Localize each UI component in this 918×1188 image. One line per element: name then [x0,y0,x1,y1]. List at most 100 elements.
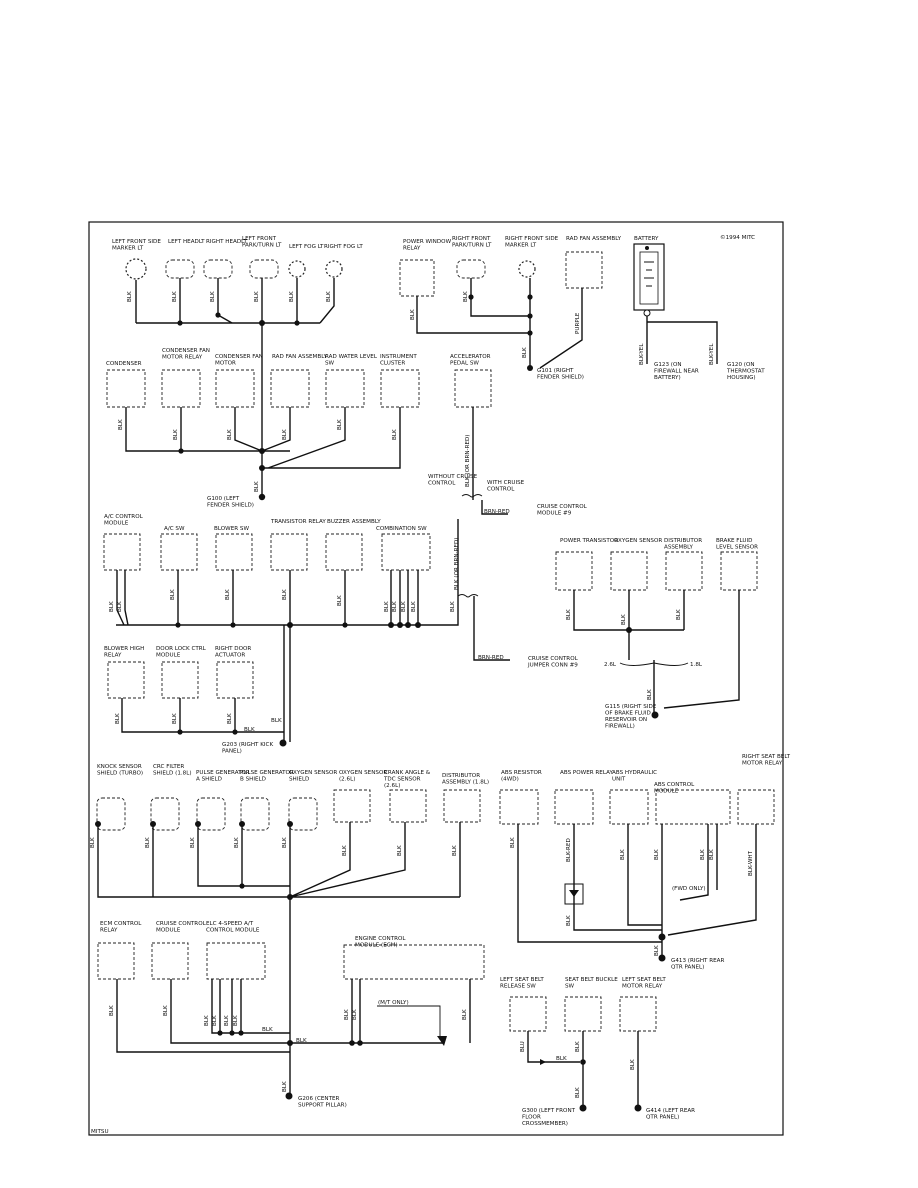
rf-side-marker-bulb-icon [518,260,536,278]
svg-text:BLK: BLK [204,1015,210,1026]
svg-text:BLK: BLK [337,419,343,430]
svg-text:BLK: BLK [212,1015,218,1026]
svg-text:BLK: BLK [654,849,660,860]
svg-text:BLK: BLK [397,845,403,856]
left-fog-label: LEFT FOG LT [289,244,324,250]
svg-text:BLK: BLK [621,614,627,625]
crank-angle-label: CRANK ANGLE &TDC SENSOR(2.6L) [383,770,431,789]
svg-text:BLK: BLK [282,1081,288,1092]
svg-text:BLK: BLK [224,1015,230,1026]
svg-text:BLK: BLK [401,601,407,612]
svg-text:PURPLE: PURPLE [575,312,581,334]
right-fog-label: RIGHT FOG LT [324,244,363,250]
svg-text:BLK: BLK [115,713,121,724]
svg-text:BLK: BLK [190,837,196,848]
left-headlt-icon [165,259,195,279]
svg-text:BLK: BLK [254,481,260,492]
svg-text:BRN-RED: BRN-RED [478,655,504,661]
section-power-transistor-row: POWER TRANSISTOR OXYGEN SENSOR DISTRIBUT… [555,538,758,730]
svg-text:BLK: BLK [654,945,660,956]
svg-text:BLK-YEL: BLK-YEL [639,343,645,365]
svg-text:BLK: BLK [510,837,516,848]
svg-text:BLK-YEL: BLK-YEL [709,343,715,365]
svg-text:BLK: BLK [145,837,151,848]
rad-fan-assembly-label: RAD FAN ASSEMBLY [566,236,622,242]
svg-text:BLK: BLK [163,1005,169,1016]
battery-label: BATTERY [634,236,659,242]
svg-text:BLK (OR BRN-RED): BLK (OR BRN-RED) [454,538,460,591]
ac-sw-label: A/C SW [164,526,185,532]
mt-only-label: (M/T ONLY) [378,1000,409,1006]
corner-code: MITSU [91,1129,109,1135]
svg-text:BLK: BLK [282,589,288,600]
diode-icon [564,883,584,905]
svg-text:BLK: BLK [117,601,123,612]
svg-text:BLK: BLK [450,601,456,612]
svg-text:BLK: BLK [127,291,133,302]
svg-text:BLK: BLK [575,1041,581,1052]
right-headlt-label: RIGHT HEADLT [206,239,247,245]
abs-resistor-label: ABS RESISTOR(4WD) [501,770,542,783]
rad-fan-assembly-box [565,251,603,289]
section-abs: ABS RESISTOR(4WD) ABS POWER RELAY ABS HY… [499,754,791,971]
fwd-only-label: (FWD ONLY) [672,886,706,892]
svg-text:BLK: BLK [170,589,176,600]
svg-text:BLK: BLK [254,291,260,302]
lf-side-marker-bulb-icon [125,258,147,280]
svg-text:BLK: BLK [262,1027,273,1033]
combination-sw-label: COMBINATION SW [376,526,427,532]
svg-text:BLK: BLK [234,837,240,848]
svg-text:BLK: BLK [109,601,115,612]
svg-text:BLK: BLK [225,589,231,600]
right-headlt-icon [203,259,233,279]
svg-text:BLK: BLK [620,849,626,860]
svg-text:BLK: BLK [575,1087,581,1098]
svg-text:BLK: BLK [700,849,706,860]
svg-text:BLK: BLK [271,718,282,724]
left-headlt-label: LEFT HEADLT [168,239,205,245]
svg-text:BLK: BLK [384,601,390,612]
svg-text:BLK: BLK [411,601,417,612]
rad-fan-assy2-label: RAD FAN ASSEMBLY [272,354,328,360]
right-fog-bulb-icon [325,260,343,278]
blower-sw-label: BLOWER SW [214,526,249,532]
svg-text:BLK: BLK [410,309,416,320]
svg-text:BLK: BLK [647,689,653,700]
svg-text:BLK: BLK [463,291,469,302]
oxygen-sensor-top-label: OXYGEN SENSOR [614,538,662,544]
svg-text:BLK: BLK [296,1038,307,1044]
